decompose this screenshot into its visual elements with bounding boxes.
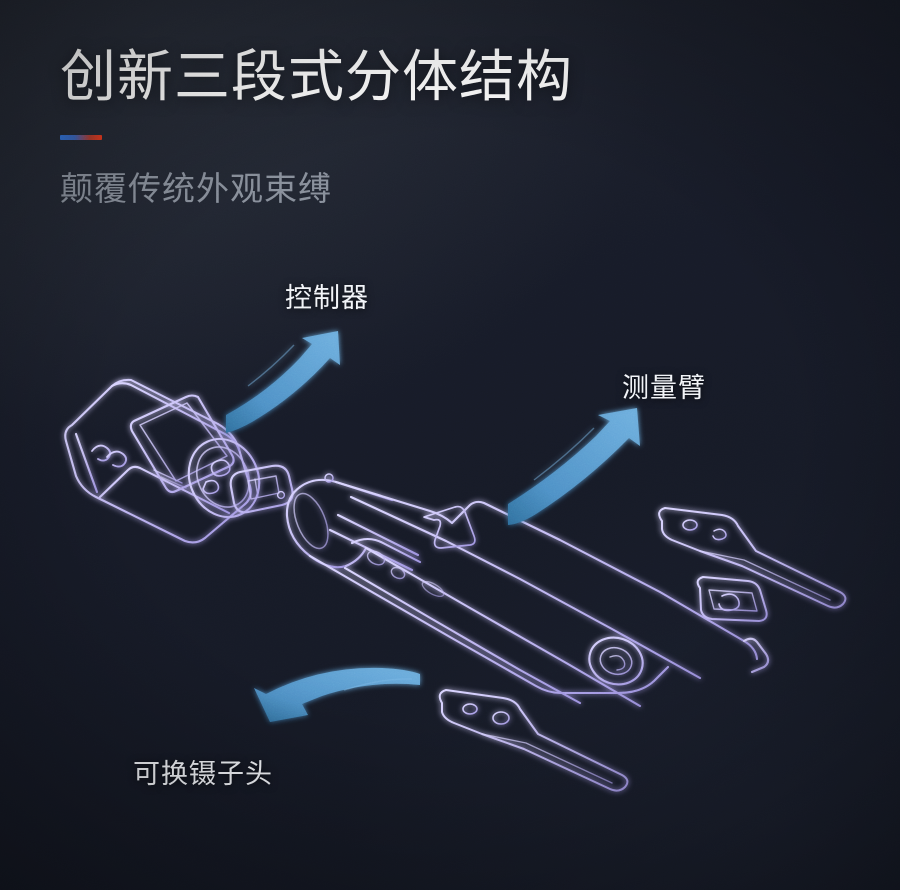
arrow-to-tweezer [254, 667, 420, 722]
arrow-to-controller [226, 331, 340, 433]
callout-label-measuring-arm: 测量臂 [622, 373, 706, 403]
callout-label-replaceable-tweezer-head: 可换镊子头 [133, 759, 273, 789]
title-accent-divider [60, 134, 102, 140]
header-block: 创新三段式分体结构 颠覆传统外观束缚 [60, 45, 573, 210]
page-subtitle: 颠覆传统外观束缚 [60, 169, 332, 207]
callout-label-controller: 控制器 [285, 283, 369, 313]
connector-plug [229, 464, 294, 514]
replaceable-tweezer-head [438, 689, 629, 792]
arm-button-plate [696, 576, 768, 622]
arrow-to-arm [508, 408, 640, 525]
page-title: 创新三段式分体结构 [60, 45, 573, 108]
